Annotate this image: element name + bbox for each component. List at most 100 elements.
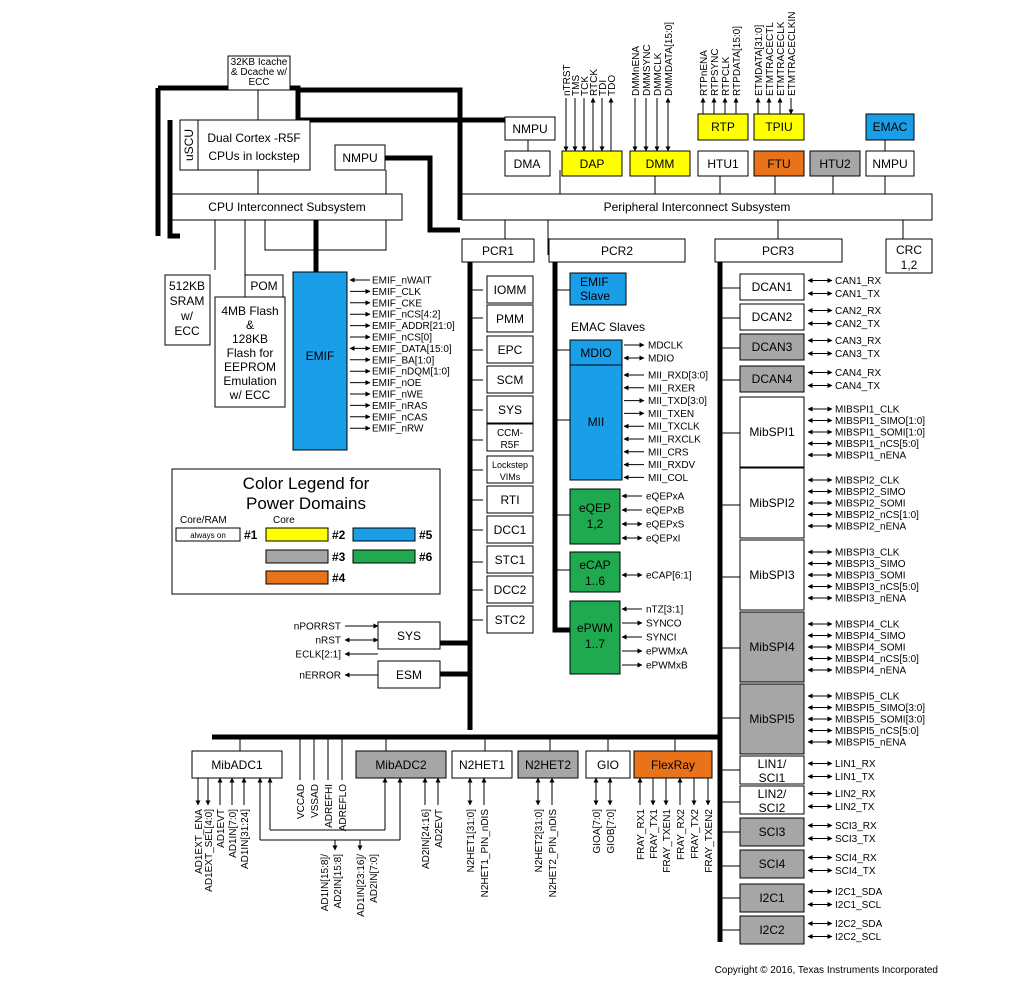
svg-text:STC1: STC1 [495, 553, 526, 567]
bottom-signal: N2HET1_PIN_nDIS [480, 809, 491, 898]
pcr3-signal: MIBSPI3_CLK [835, 548, 900, 559]
svg-text:MibADC2: MibADC2 [375, 758, 427, 772]
emif-signal: EMIF_CLK [372, 287, 421, 298]
bottom-signal: AD1EVT [216, 809, 227, 848]
svg-text:1,2: 1,2 [587, 517, 604, 531]
pcr3-signal: MIBSPI2_nENA [835, 522, 906, 533]
svg-text:FlexRay: FlexRay [651, 758, 695, 772]
ref-signal: ADREFLO [338, 784, 349, 831]
emif-signal: EMIF_nDQM[1:0] [372, 367, 450, 378]
shared-signal: AD2IN[7:0] [369, 854, 380, 903]
signal-label: DMMDATA[15:0] [664, 22, 675, 96]
esm-signal: nERROR [299, 671, 341, 682]
emif-signal: EMIF_nCS[0] [372, 333, 432, 344]
svg-text:1,2: 1,2 [901, 258, 918, 272]
emif-signal: EMIF_BA[1:0] [372, 355, 434, 366]
pcr1-block-7: RTI [486, 485, 534, 514]
pcr3-signal: MIBSPI3_SOMI [835, 571, 906, 582]
svg-text:Core: Core [273, 515, 295, 526]
emif-signal: EMIF_nCAS [372, 412, 428, 423]
pcr3-signal: CAN2_TX [835, 319, 880, 330]
svg-text:EPC: EPC [498, 343, 523, 357]
pcr3-signal: CAN3_TX [835, 349, 880, 360]
svg-text:SYS: SYS [498, 403, 522, 417]
signal-label: DMMCLK [653, 52, 664, 96]
pcr3-signal: MIBSPI3_nCS[5:0] [835, 582, 919, 593]
svg-text:#3: #3 [332, 550, 346, 564]
signal-label: DMMnENA [631, 46, 642, 96]
dmm-block: DMM [629, 150, 691, 177]
pcr3-signal: MIBSPI1_SOMI[1:0] [835, 428, 925, 439]
pcr3-signal: MIBSPI1_SIMO[1:0] [835, 416, 925, 427]
svg-text:Slave: Slave [580, 289, 610, 303]
bottom-signal: FRAY_RX1 [636, 809, 647, 860]
svg-text:MibSPI1: MibSPI1 [749, 425, 795, 439]
pcr3-signal: MIBSPI5_nCS[5:0] [835, 726, 919, 737]
svg-text:Lockstep: Lockstep [492, 460, 528, 470]
svg-text:#6: #6 [419, 550, 433, 564]
svg-text:EEPROM: EEPROM [224, 360, 276, 374]
pcr3-signal: MIBSPI5_SOMI[3:0] [835, 715, 925, 726]
svg-text:DCC2: DCC2 [494, 583, 527, 597]
bottom-signal: AD1IN[31:24] [240, 809, 251, 869]
pcr2-signal: SYNCO [646, 619, 682, 630]
signal-label: DMMSYNC [642, 44, 653, 96]
htu2-block: HTU2 [809, 150, 861, 177]
pcr2-signal: eQEPxI [646, 534, 680, 545]
cpu-label-1: Dual Cortex -R5F [207, 131, 300, 145]
crc-block: CRC 1,2 [885, 238, 933, 274]
bottom-signal: GIOA[7:0] [592, 809, 603, 854]
pcr2-header: PCR2 [548, 238, 686, 263]
sys-signal: nRST [315, 636, 341, 647]
bottom-signal: AD1IN[7:0] [228, 809, 239, 858]
ref-signal: VCCAD [296, 784, 307, 819]
pcr1-stubs [470, 289, 483, 621]
svg-text:eQEP: eQEP [579, 501, 611, 515]
sys-block: SYS [377, 621, 441, 650]
emif-block: EMIF [292, 271, 348, 451]
bus-lines [155, 85, 904, 942]
bottom-signal: AD2EVT [434, 809, 445, 848]
pcr3-signal: MIBSPI2_CLK [835, 476, 900, 487]
svg-text:PCR1: PCR1 [482, 244, 514, 258]
signal-label: TMS [571, 75, 582, 96]
bottom-signal: N2HET1[31:0] [466, 809, 477, 873]
svg-text:CCM-: CCM- [497, 428, 523, 439]
svg-text:Flash for: Flash for [227, 346, 274, 360]
dap-block: DAP [561, 150, 623, 177]
signal-label: RTCK [589, 69, 600, 96]
pcr3-signal: MIBSPI4_SOMI [835, 643, 906, 654]
nmpu-dma-block: NMPU [504, 116, 556, 141]
svg-text:CPU Interconnect Subsystem: CPU Interconnect Subsystem [208, 200, 365, 214]
svg-text:always on: always on [190, 531, 226, 540]
pcr1-block-5: CCM-R5F [486, 423, 534, 452]
svg-text:I2C2: I2C2 [759, 923, 785, 937]
svg-text:SCI2: SCI2 [759, 801, 786, 815]
signal-label: TDI [598, 80, 609, 96]
pom-block: POM [244, 274, 284, 298]
svg-text:RTP: RTP [711, 120, 735, 134]
signal-label: ETMDATA[31:0] [754, 24, 765, 96]
mdio-block: MDIO [569, 339, 623, 366]
pcr1-block-1: PMM [486, 304, 534, 333]
svg-text:MibADC1: MibADC1 [211, 758, 263, 772]
pcr3-signal: MIBSPI2_nCS[1:0] [835, 510, 919, 521]
signal-label: RTPCLK [721, 56, 732, 96]
ref-signal: ADREFHI [324, 784, 335, 828]
emif-signal: EMIF_CKE [372, 298, 422, 309]
svg-text:w/: w/ [180, 309, 194, 323]
pcr3-signal: LIN2_TX [835, 802, 875, 813]
pcr3-signal: SCI3_TX [835, 834, 876, 845]
pcr3-signal: LIN1_TX [835, 772, 875, 783]
svg-text:PCR2: PCR2 [601, 244, 633, 258]
signal-label: ETMTRACECTL [765, 22, 776, 96]
cpu-block: uSCU Dual Cortex -R5F CPUs in lockstep [179, 119, 311, 171]
emif-signal: EMIF_nOE [372, 378, 422, 389]
emif-signal: EMIF_DATA[15:0] [372, 344, 452, 355]
pcr3-signal: MIBSPI2_SIMO [835, 487, 906, 498]
shared-signal: AD1IN[15:8]/ [320, 854, 331, 911]
pcr3-signal: SCI4_TX [835, 866, 876, 877]
